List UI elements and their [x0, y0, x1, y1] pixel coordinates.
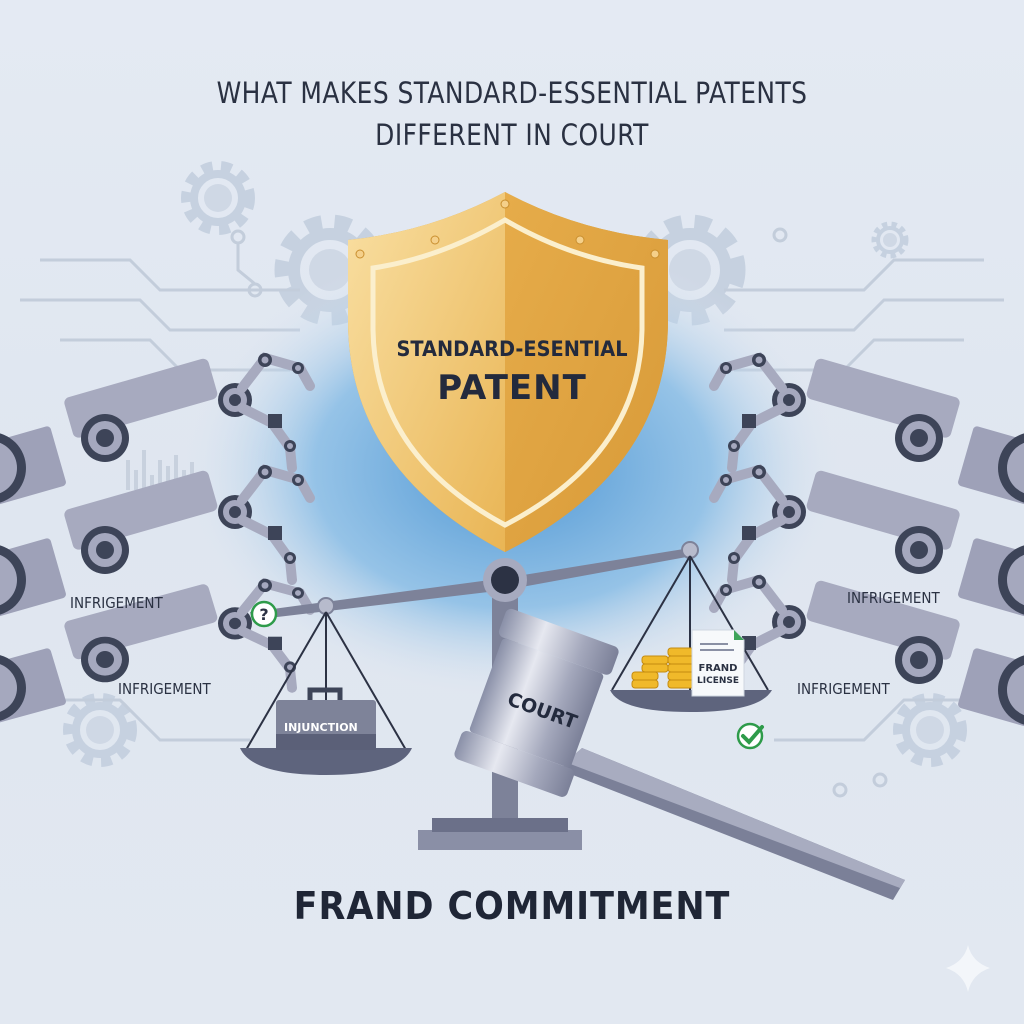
- coins-icon: [631, 647, 695, 689]
- title-line-1: WHAT MAKES STANDARD-ESSENTIAL PATENTS: [216, 76, 808, 110]
- infringement-label-left-top: INFRIGEMENT: [70, 594, 163, 612]
- title-line-2: DIFFERENT IN COURT: [375, 118, 649, 152]
- frand-license-line-2: LICENSE: [697, 676, 739, 686]
- check-icon: [736, 722, 764, 750]
- infringement-label-left-bottom: INFRIGEMENT: [118, 680, 211, 698]
- svg-text:?: ?: [259, 605, 268, 624]
- footer-title: FRAND COMMITMENT: [293, 884, 731, 928]
- injunction-label: INJUNCTION: [284, 721, 358, 734]
- scale-icon: [240, 541, 772, 850]
- infringement-label-right-bottom: INFRIGEMENT: [797, 680, 890, 698]
- gear-icon: [900, 700, 960, 760]
- gear-icon: [70, 700, 130, 760]
- document-icon: [691, 629, 745, 697]
- circuit-icon: [20, 227, 1004, 798]
- gear-icon: [875, 225, 905, 255]
- shield-icon: [348, 192, 668, 552]
- frand-license-line-1: FRAND: [698, 663, 738, 674]
- question-icon: ?: [250, 600, 278, 628]
- frand-license-label: FRAND LICENSE: [692, 663, 744, 687]
- shield-label-line-2: PATENT: [437, 368, 587, 408]
- briefcase-icon: [276, 687, 376, 750]
- shield-label-line-1: STANDARD-ESENTIAL: [396, 337, 628, 361]
- gear-icon: [188, 168, 248, 228]
- infringement-label-right-top: INFRIGEMENT: [847, 589, 940, 607]
- gavel-icon: [454, 608, 905, 900]
- sparkle-icon: [946, 945, 990, 992]
